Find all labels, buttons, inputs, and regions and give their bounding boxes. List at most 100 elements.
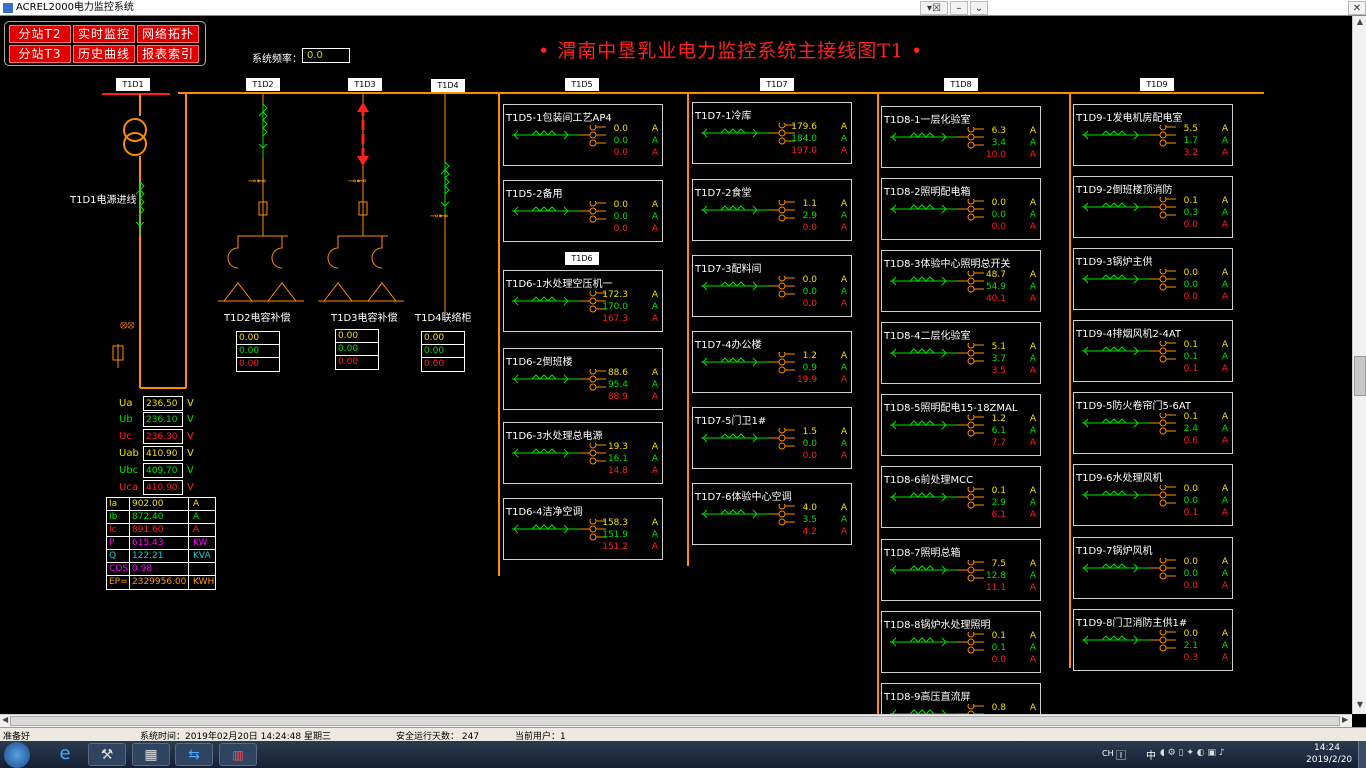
current-c: 40.1 (985, 294, 1006, 304)
show-desktop-button[interactable] (1358, 741, 1366, 768)
feeder-name: T1D7-1冷库 (695, 111, 752, 122)
current-a: 1.5 (802, 427, 817, 437)
feeder-name: T1D6-4洁净空调 (506, 507, 583, 518)
unit-b: A (651, 212, 658, 222)
horizontal-scrollbar[interactable]: ◀ ▶ (0, 714, 1352, 727)
scroll-left-icon[interactable]: ◀ (2, 715, 9, 724)
status-safe-days: 安全运行天数： 247 (396, 732, 480, 742)
capacitor-t1d2-values: 0.00 0.00 0.00 (236, 331, 280, 372)
unit-a: A (840, 427, 847, 437)
window-menu-icon[interactable]: ▾☒ (920, 1, 948, 15)
minimize-icon[interactable]: – (950, 1, 968, 15)
network-topology-button[interactable]: 网络拓扑 (137, 25, 199, 43)
scroll-down-icon[interactable]: ▼ (1356, 700, 1364, 709)
current-a: 0.8 (991, 703, 1006, 713)
unit-b: A (840, 211, 847, 221)
value-b: 0.00 (336, 343, 378, 356)
voltage-value: 410.90 (143, 446, 183, 461)
current-c: 19.9 (796, 375, 817, 385)
power-label: Ic (109, 525, 117, 535)
feeder-breaker-symbol (1082, 125, 1176, 147)
frequency-label: 系统频率： (252, 54, 302, 65)
current-c: 3.5 (991, 366, 1006, 376)
scroll-right-icon[interactable]: ▶ (1342, 715, 1349, 724)
vertical-scroll-thumb[interactable] (1354, 356, 1366, 396)
feeder-breaker-symbol (701, 428, 795, 450)
monitor-app-icon[interactable]: ▥ (219, 743, 257, 766)
feeder-name: T1D8-3体验中心照明总开关 (884, 259, 1011, 270)
feeder-breaker-symbol (1082, 485, 1176, 507)
station-t3-button[interactable]: 分站T3 (9, 45, 71, 63)
network-icon[interactable]: ▦ (132, 743, 170, 766)
station-t2-button[interactable]: 分站T2 (9, 25, 71, 43)
unit-c: A (651, 466, 658, 476)
current-a: 0.0 (991, 198, 1006, 208)
power-label: Q (109, 551, 117, 561)
restore-icon[interactable]: ⌄ (970, 1, 988, 15)
start-button-icon[interactable] (4, 742, 30, 768)
unit-a: A (1029, 126, 1036, 136)
current-c: 197.0 (791, 146, 817, 156)
current-a: 5.5 (1183, 124, 1198, 134)
history-curve-button[interactable]: 历史曲线 (73, 45, 135, 63)
tray-icons[interactable]: ◖ ⚙ ▯ ✦ ◐ ▣ ♪ (1160, 748, 1225, 758)
unit-a: A (1029, 270, 1036, 280)
unit-a: A (1029, 198, 1036, 208)
horizontal-scroll-thumb[interactable] (10, 716, 1340, 726)
report-index-button[interactable]: 报表索引 (137, 45, 199, 63)
ime-tray-icons[interactable]: 🄸 (1116, 751, 1126, 762)
language-indicator[interactable]: CH (1102, 749, 1114, 758)
ie-icon[interactable]: e (59, 743, 71, 764)
ime-indicator[interactable]: 中 (1146, 751, 1156, 762)
voltage-unit: V (187, 431, 194, 442)
unit-c: A (840, 223, 847, 233)
current-b: 0.0 (1183, 496, 1198, 506)
unit-c: A (1029, 583, 1036, 593)
current-c: 11.1 (985, 583, 1006, 593)
voltage-value: 236.10 (143, 412, 183, 427)
vertical-scrollbar[interactable]: ▲ ▼ (1352, 16, 1366, 714)
unit-c: A (1029, 510, 1036, 520)
scroll-up-icon[interactable]: ▲ (1356, 17, 1364, 26)
feeder-breaker-symbol (890, 415, 984, 437)
voltage-value: 409.70 (143, 463, 183, 478)
unit-c: A (1221, 508, 1228, 518)
realtime-monitor-button[interactable]: 实时监控 (73, 25, 135, 43)
station-nav-panel: 分站T2 实时监控 网络拓扑 分站T3 历史曲线 报表索引 (4, 21, 206, 66)
current-b: 0.0 (802, 439, 817, 449)
remote-icon[interactable]: ⇆ (175, 743, 213, 766)
bus-label-t1d6: T1D6 (565, 252, 599, 265)
tools-icon[interactable]: ⚒ (88, 743, 126, 766)
close-icon[interactable]: ✕ (1348, 1, 1366, 15)
unit-c: A (651, 148, 658, 158)
